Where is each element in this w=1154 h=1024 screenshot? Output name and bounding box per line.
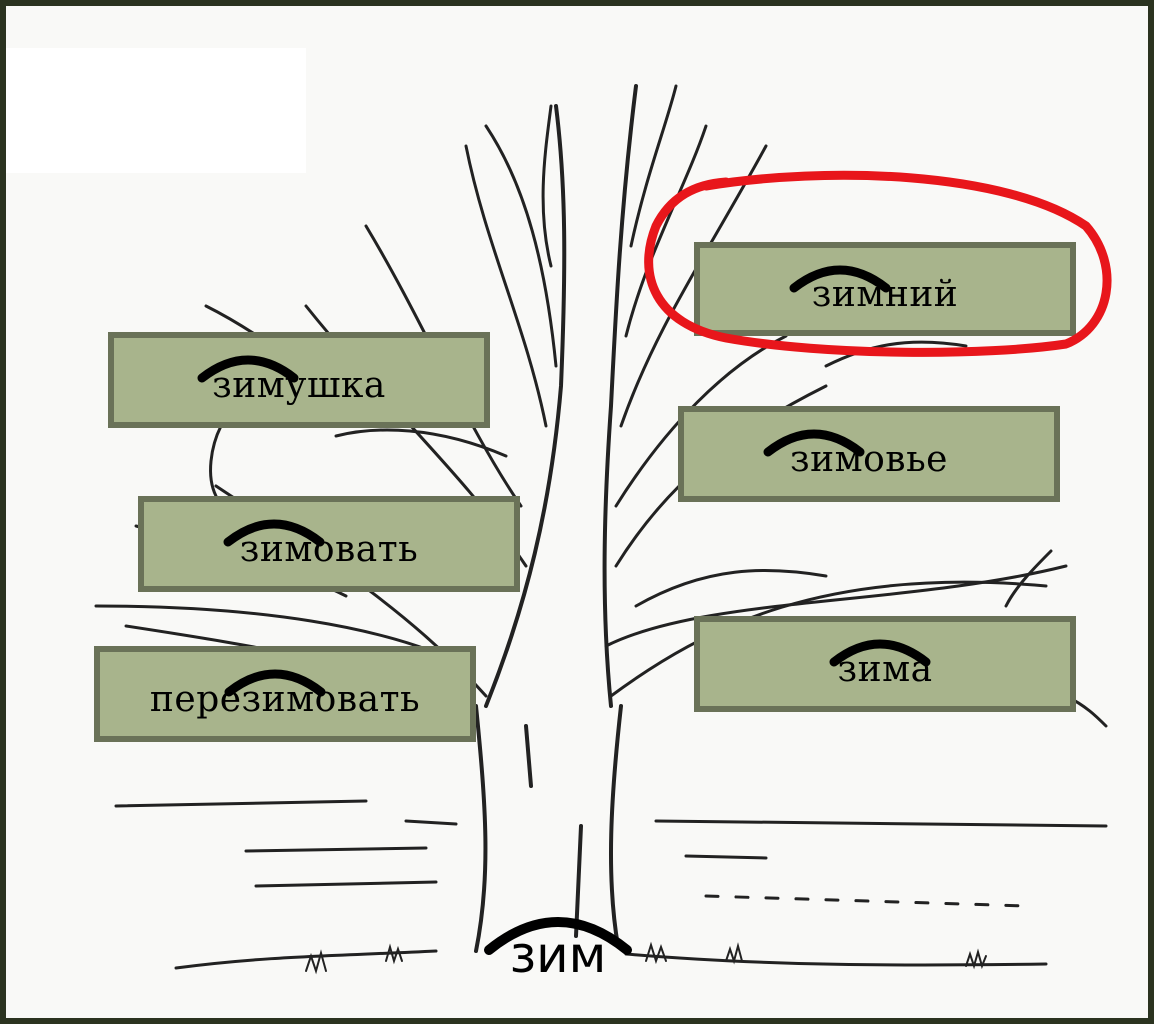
root-arc-mark-icon (763, 429, 865, 457)
word-label: зимушка (212, 364, 386, 406)
word-label: перезимовать (149, 678, 421, 720)
root-arc-mark-icon (484, 917, 632, 955)
blank-panel (6, 48, 306, 173)
slide: зимушка зимовать перезимовать зимний зим… (6, 6, 1148, 1018)
word-box-perezimovat[interactable]: перезимовать (94, 646, 476, 742)
word-box-zima[interactable]: зима (694, 616, 1076, 712)
root-arc-mark-icon (224, 669, 326, 697)
word-box-zimove[interactable]: зимовье (678, 406, 1060, 502)
word-label: зимний (811, 273, 959, 315)
root-arc-mark-icon (197, 355, 299, 383)
word-label: зима (837, 648, 933, 690)
root-label: зим (509, 926, 607, 984)
root-arc-mark-icon (223, 519, 325, 547)
word-box-zimovat[interactable]: зимовать (138, 496, 520, 592)
word-label: зимовье (790, 438, 948, 480)
root-word: зим (484, 917, 632, 996)
word-box-zimushka[interactable]: зимушка (108, 332, 490, 428)
root-arc-mark-icon (829, 639, 931, 667)
word-label: зимовать (239, 528, 419, 570)
word-box-zimniy[interactable]: зимний (694, 242, 1076, 336)
